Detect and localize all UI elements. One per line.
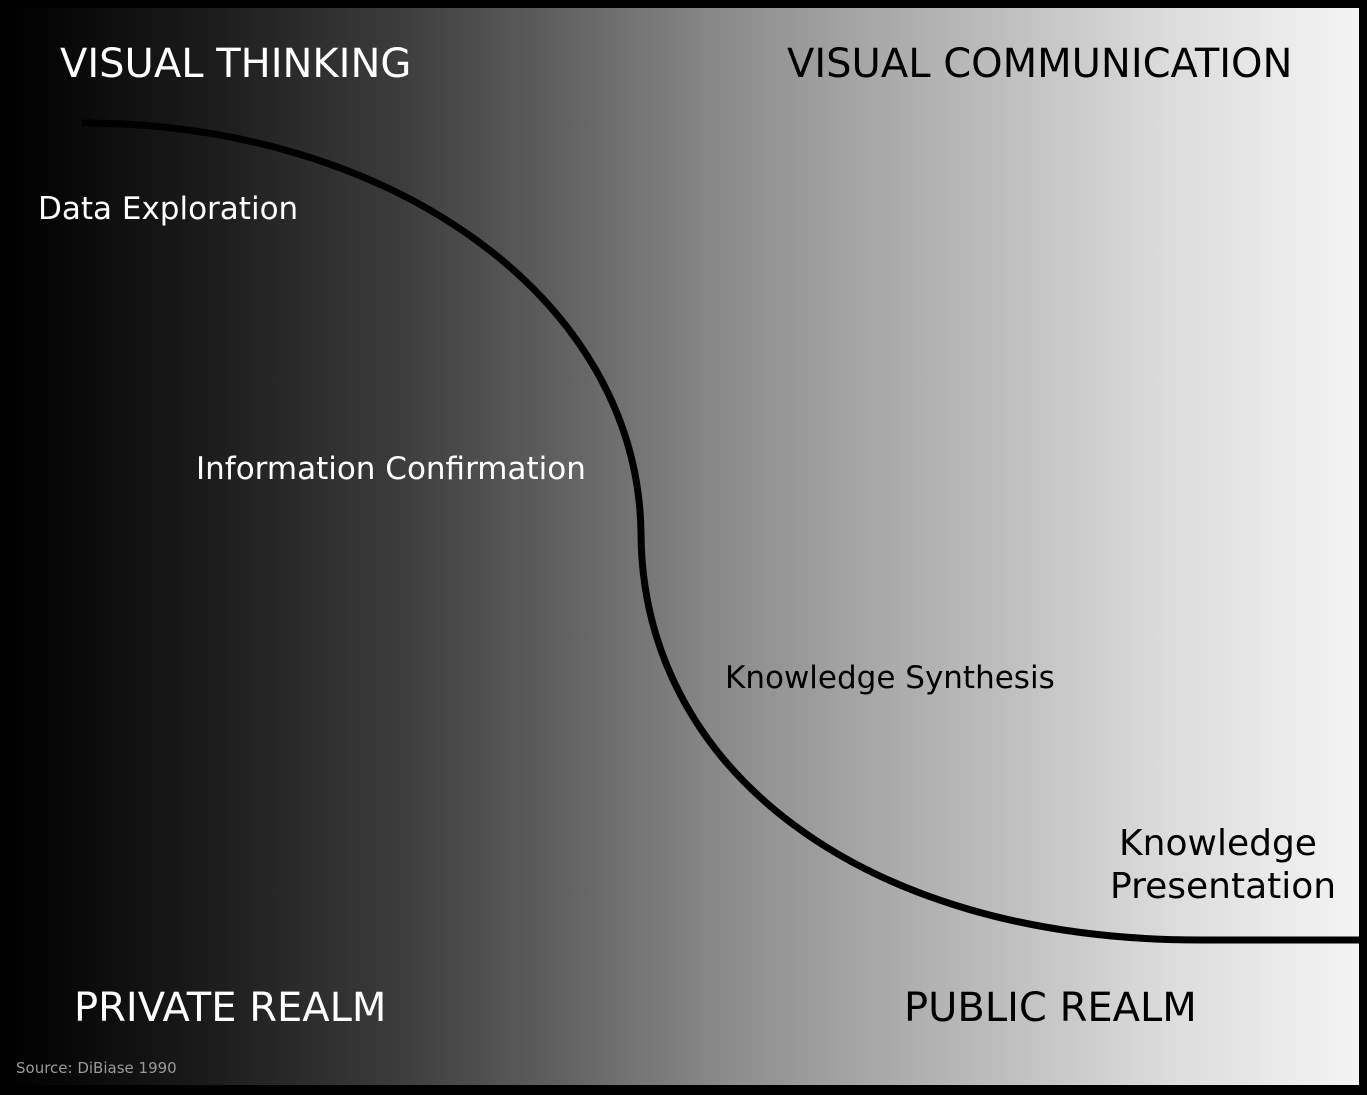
visual-communication-heading: VISUAL COMMUNICATION: [787, 41, 1293, 87]
gradient-panel: VISUAL THINKING VISUAL COMMUNICATION Dat…: [10, 8, 1359, 1085]
knowledge-presentation-line2: Presentation: [1110, 866, 1337, 908]
information-confirmation-label: Information Confirmation: [196, 451, 586, 487]
knowledge-synthesis-label: Knowledge Synthesis: [725, 660, 1055, 696]
private-realm-label: PRIVATE REALM: [74, 985, 387, 1031]
s-curve-line: [81, 119, 1359, 944]
public-realm-label: PUBLIC REALM: [904, 985, 1197, 1031]
knowledge-presentation-line1: Knowledge: [1119, 823, 1317, 864]
data-exploration-label: Data Exploration: [38, 191, 299, 227]
knowledge-presentation-label: Knowledge Presentation: [1110, 822, 1337, 908]
visual-thinking-communication-curve: [81, 119, 1359, 944]
source-credit: Source: DiBiase 1990: [16, 1059, 177, 1077]
visual-thinking-heading: VISUAL THINKING: [60, 41, 412, 87]
